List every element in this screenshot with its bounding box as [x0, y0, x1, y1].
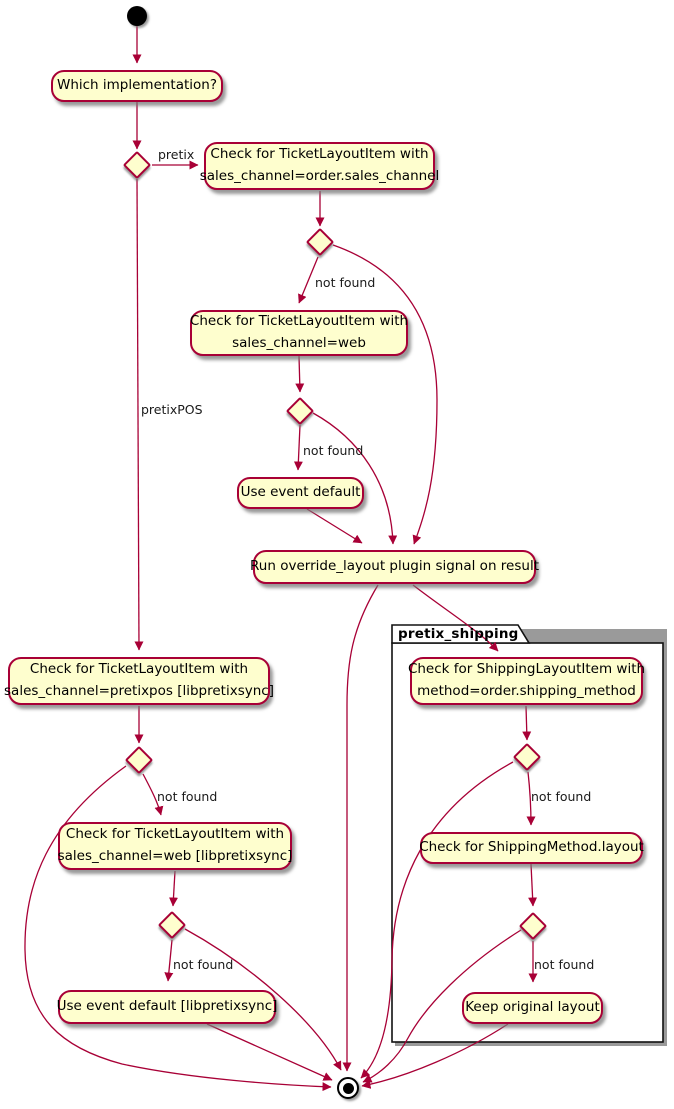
- edge-label-pretixpos: pretixPOS: [141, 402, 203, 417]
- action-check-shippinglayoutitem: Check for ShippingLayoutItem with method…: [408, 657, 645, 705]
- edge-d2-found-to-run: [332, 244, 438, 545]
- edge-d4-found-to-end: [24, 765, 332, 1092]
- end-node: [337, 1077, 359, 1099]
- action-check-ticketlayoutitem-pretixpos: Check for TicketLayoutItem with sales_ch…: [4, 657, 274, 705]
- edge-b10-to-d7: [528, 863, 538, 907]
- action-keep-original-layout: Keep original layout: [462, 992, 603, 1024]
- edge-label-not-found-order-channel: not found: [315, 275, 376, 290]
- edge-label-pretix: pretix: [158, 147, 195, 162]
- edge-d3-notfound: [293, 424, 303, 471]
- edge-b7-to-d5: [168, 870, 178, 907]
- action-check-ticketlayoutitem-web: Check for TicketLayoutItem with sales_ch…: [190, 310, 408, 356]
- edge-d5-found-to-end: [184, 928, 342, 1071]
- edge-d7-found-to-end: [362, 929, 522, 1083]
- edge-d6-found-to-end: [360, 761, 514, 1079]
- edge-label-not-found-shipping-item: not found: [531, 789, 592, 804]
- action-check-ticketlayoutitem-web-libpretixsync: Check for TicketLayoutItem with sales_ch…: [58, 822, 292, 870]
- action-use-event-default: Use event default: [237, 477, 364, 509]
- action-use-event-default-libpretixsync: Use event default [libpretixsync]: [57, 990, 277, 1024]
- action-run-override-layout: Run override_layout plugin signal on res…: [250, 550, 539, 584]
- edge-label-not-found-web-sync: not found: [173, 957, 234, 972]
- action-check-ticketlayoutitem-order-channel: Check for TicketLayoutItem with sales_ch…: [200, 142, 439, 190]
- edge-run-to-shipping: [412, 584, 499, 652]
- edge-d6-notfound: [526, 771, 536, 826]
- edge-keep-to-end: [361, 1023, 509, 1089]
- action-which-implementation: Which implementation?: [51, 70, 223, 102]
- edge-d2-notfound: [298, 256, 319, 304]
- edge-label-not-found-shipping-method: not found: [534, 957, 595, 972]
- partition-tab: [391, 624, 531, 644]
- edge-label-not-found-web: not found: [303, 443, 364, 458]
- action-check-shippingmethod-layout: Check for ShippingMethod.layout: [419, 832, 644, 864]
- edge-label-not-found-pretixpos: not found: [157, 789, 218, 804]
- edge-default-to-run: [306, 508, 363, 544]
- edge-run-to-end: [342, 584, 379, 1072]
- edge-d5-notfound: [164, 939, 174, 982]
- edge-d3-found-to-run: [312, 412, 398, 545]
- edge-pretixpos: [134, 178, 144, 651]
- edge-d4-notfound: [142, 773, 164, 816]
- edge-b9-to-d6: [522, 705, 532, 741]
- edge-group: [24, 26, 538, 1092]
- partition-label: pretix_shipping: [398, 626, 519, 642]
- end-node-dot: [342, 1082, 354, 1094]
- start-node: [127, 6, 147, 26]
- edge-defaultsync-to-end: [206, 1023, 333, 1081]
- edge-b3-to-d3: [295, 355, 305, 393]
